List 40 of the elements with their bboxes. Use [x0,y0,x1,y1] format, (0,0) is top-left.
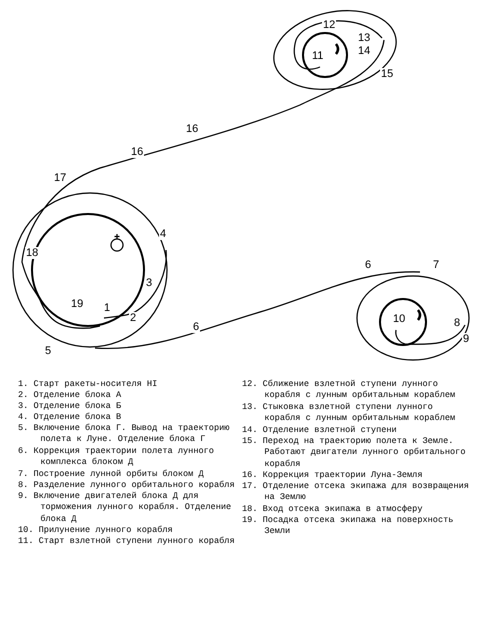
legend-item: 1. Старт ракеты-носителя НI [18,379,158,390]
callout-number: 4 [159,228,168,240]
legend-item: 7. Построение лунной орбиты блоком Д [18,469,205,480]
callout-number: 14 [357,45,372,57]
callout-number: 5 [44,345,52,357]
callout-number: 8 [453,317,462,329]
legend-item: 11. Старт взлетной ступени лунного корабля [18,536,236,548]
callout-number: 3 [145,277,154,289]
legend-item: 12. Сближение взлетной ступени лунного корабля с лунным орбитальным кораблем [242,379,456,402]
legend-item: 6. Коррекция траектории полета лунного комплекса блоком Д [18,446,215,469]
legend-item: 10. Прилунение лунного корабля [18,525,174,536]
legend-item: 9. Включение двигателей блока Д для торможения лунного корабля. Отделение блока Д [18,491,232,525]
callout-number: 6 [364,259,372,271]
callout-number: 12 [322,19,336,31]
callout-number: 9 [462,333,470,345]
legend-item: 18. Вход отсека экипажа в атмосферу [242,504,424,516]
legend-item: 19. Посадка отсека экипажа на поверхность Земли [242,515,454,538]
legend-item: 14. Отделение взлетной ступени [242,425,398,436]
callout-number: 19 [70,298,84,310]
legend-item: 17. Отделение отсека экипажа для возвращения на Землю [242,481,470,504]
legend-item: 3. Отделение блока Б [18,401,122,412]
callout-number: 10 [392,313,406,325]
callout-number: 16 [130,146,144,158]
callout-number: 15 [380,68,394,80]
callout-number: 7 [432,259,440,271]
legend-item: 2. Отделение блока А [18,390,122,402]
callout-number: 18 [25,247,40,259]
legend-item: 5. Включение блока Г. Вывод на траекторию полета к Луне. Отделение блока Г [18,423,230,446]
legend-item: 4. Отделение блока В [18,412,122,424]
callout-number: 17 [53,172,68,184]
callout-number: 13 [357,32,372,44]
callout-number: 1 [103,302,112,314]
legend-item: 13. Стыковка взлетной ступени лунного корабля с лунным орбитальным кораблем [242,402,456,425]
legend-item: 8. Разделение лунного орбитального корабля [18,480,236,492]
legend-item: 15. Переход на траекторию полета к Земле. Работают двигатели лунного орбитального корабля [242,436,466,470]
callout-number: 6 [192,321,200,333]
callout-number: 16 [185,123,200,135]
callout-number: 11 [311,50,324,62]
legend-item: 16. Коррекция траектории Луна-Земля [242,470,424,482]
callout-number: 2 [129,312,138,324]
